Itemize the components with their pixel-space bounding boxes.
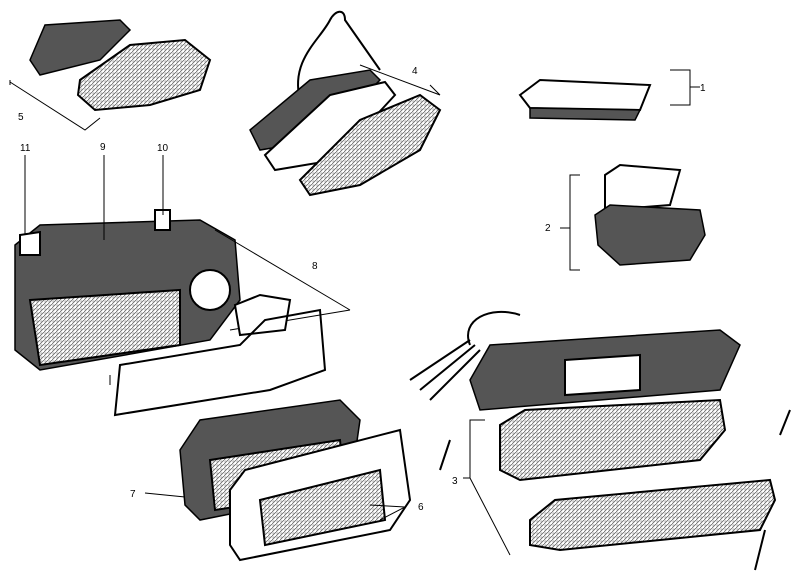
label-4: 4 — [412, 66, 418, 77]
part-3-number-plate-lamp — [409, 310, 791, 571]
label-11: 11 — [20, 143, 31, 154]
label-8: 8 — [312, 261, 318, 272]
part-1-bulb-holder — [518, 69, 700, 121]
part-9-main-lamp — [14, 155, 351, 371]
label-9: 9 — [100, 142, 106, 153]
part-5-lamp — [9, 19, 212, 131]
label-6: 6 — [418, 502, 424, 513]
label-2: 2 — [545, 223, 551, 234]
label-10: 10 — [157, 143, 169, 154]
part-2-lamp-housing — [560, 163, 706, 271]
part-8-gasket — [109, 293, 327, 417]
label-1: 1 — [700, 83, 706, 94]
part-7-lens — [144, 399, 412, 562]
label-3: 3 — [452, 476, 458, 487]
part-4-lamp — [249, 10, 442, 197]
label-5: 5 — [18, 112, 24, 123]
label-7: 7 — [130, 489, 136, 500]
